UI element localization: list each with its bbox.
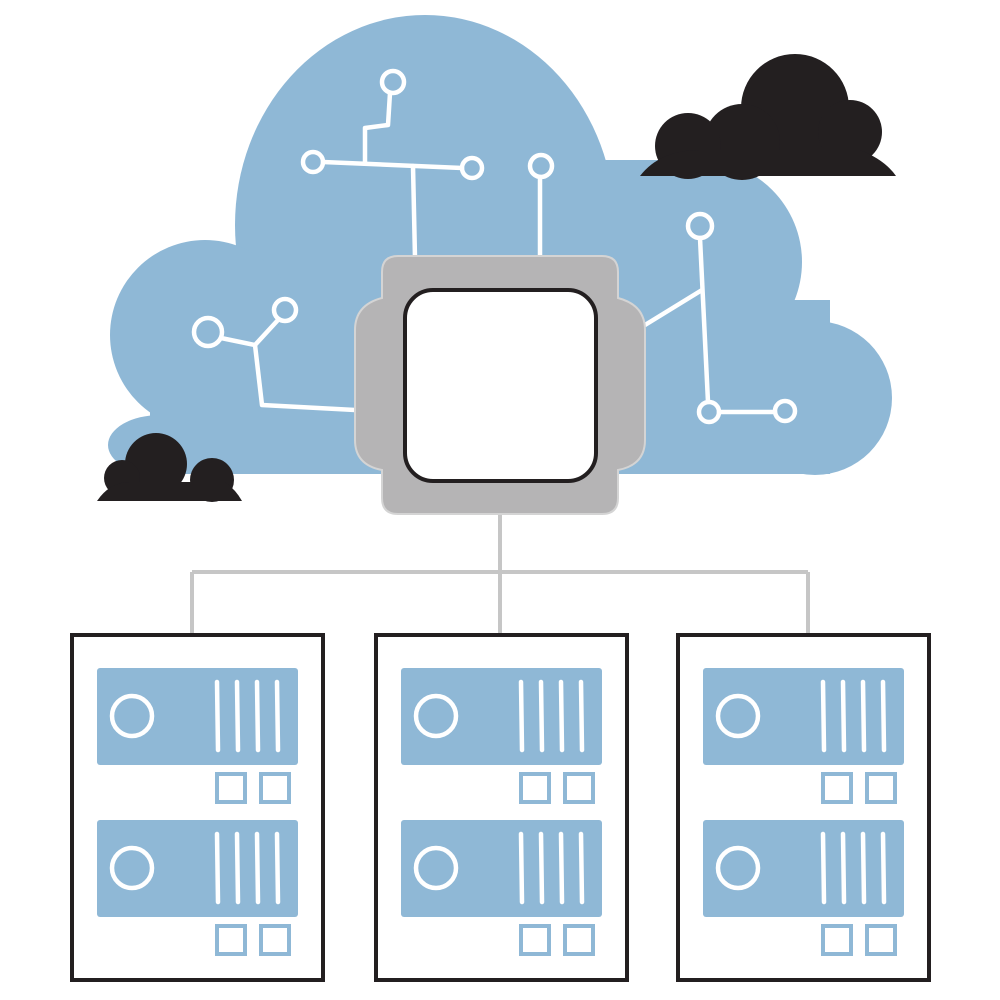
server-rack-icon <box>374 633 629 982</box>
circuit-node <box>459 155 485 181</box>
vent-line <box>518 831 525 905</box>
vent-line <box>880 831 887 905</box>
drive-bay-icon <box>563 772 595 804</box>
server-rack-icon <box>676 633 931 982</box>
server-unit-panel <box>703 820 904 917</box>
server-unit <box>401 668 602 804</box>
circuit-traces <box>191 68 798 425</box>
drive-bay-icon <box>215 924 247 956</box>
circuit-node <box>271 296 299 324</box>
vent-line <box>538 679 545 753</box>
vent-line <box>558 679 565 753</box>
drive-bay-icon <box>519 924 551 956</box>
circuit-node <box>685 211 715 241</box>
drive-bay-icon <box>519 772 551 804</box>
chip-die <box>403 288 598 483</box>
vent-line <box>274 679 281 753</box>
power-button-icon <box>715 845 761 891</box>
server-unit-panel <box>401 668 602 765</box>
servers <box>70 633 931 982</box>
circuit-node <box>696 399 722 425</box>
drive-bay-icon <box>865 772 897 804</box>
drive-bay-icon <box>821 924 853 956</box>
network-connectors <box>190 515 810 635</box>
circuit-node <box>300 149 326 175</box>
circuit-node <box>191 315 225 349</box>
vent-line <box>578 831 585 905</box>
vent-line <box>214 831 221 905</box>
dark-cloud-bottom-left <box>97 433 242 502</box>
server-unit <box>703 668 904 804</box>
power-button-icon <box>413 845 459 891</box>
vent-line <box>214 679 221 753</box>
vent-line <box>274 831 281 905</box>
server-unit-panel <box>97 668 298 765</box>
vent-line <box>860 831 867 905</box>
vent-line <box>578 679 585 753</box>
vent-line <box>254 831 261 905</box>
drive-bay-icon <box>865 924 897 956</box>
vent-line <box>518 679 525 753</box>
server-unit-panel <box>703 668 904 765</box>
vent-line <box>538 831 545 905</box>
power-button-icon <box>109 693 155 739</box>
drive-bay-icon <box>215 772 247 804</box>
drive-bay-icon <box>259 772 291 804</box>
server-unit <box>703 820 904 956</box>
processor-chip-icon <box>354 255 646 515</box>
vent-line <box>234 831 241 905</box>
power-button-icon <box>109 845 155 891</box>
vent-line <box>880 679 887 753</box>
vent-line <box>840 679 847 753</box>
vent-line <box>820 831 827 905</box>
drive-bay-icon <box>821 772 853 804</box>
circuit-node <box>379 68 407 96</box>
dark-cloud-top-right <box>640 54 896 180</box>
server-unit <box>97 668 298 804</box>
server-unit <box>97 820 298 956</box>
vent-line <box>860 679 867 753</box>
circuit-node <box>527 152 555 180</box>
server-unit-panel <box>401 820 602 917</box>
vent-line <box>840 831 847 905</box>
circuit-node <box>772 398 798 424</box>
power-button-icon <box>413 693 459 739</box>
server-unit <box>401 820 602 956</box>
server-unit-panel <box>97 820 298 917</box>
drive-bay-icon <box>259 924 291 956</box>
drive-bay-icon <box>563 924 595 956</box>
server-rack-icon <box>70 633 325 982</box>
vent-line <box>558 831 565 905</box>
vent-line <box>234 679 241 753</box>
vent-line <box>820 679 827 753</box>
power-button-icon <box>715 693 761 739</box>
vent-line <box>254 679 261 753</box>
